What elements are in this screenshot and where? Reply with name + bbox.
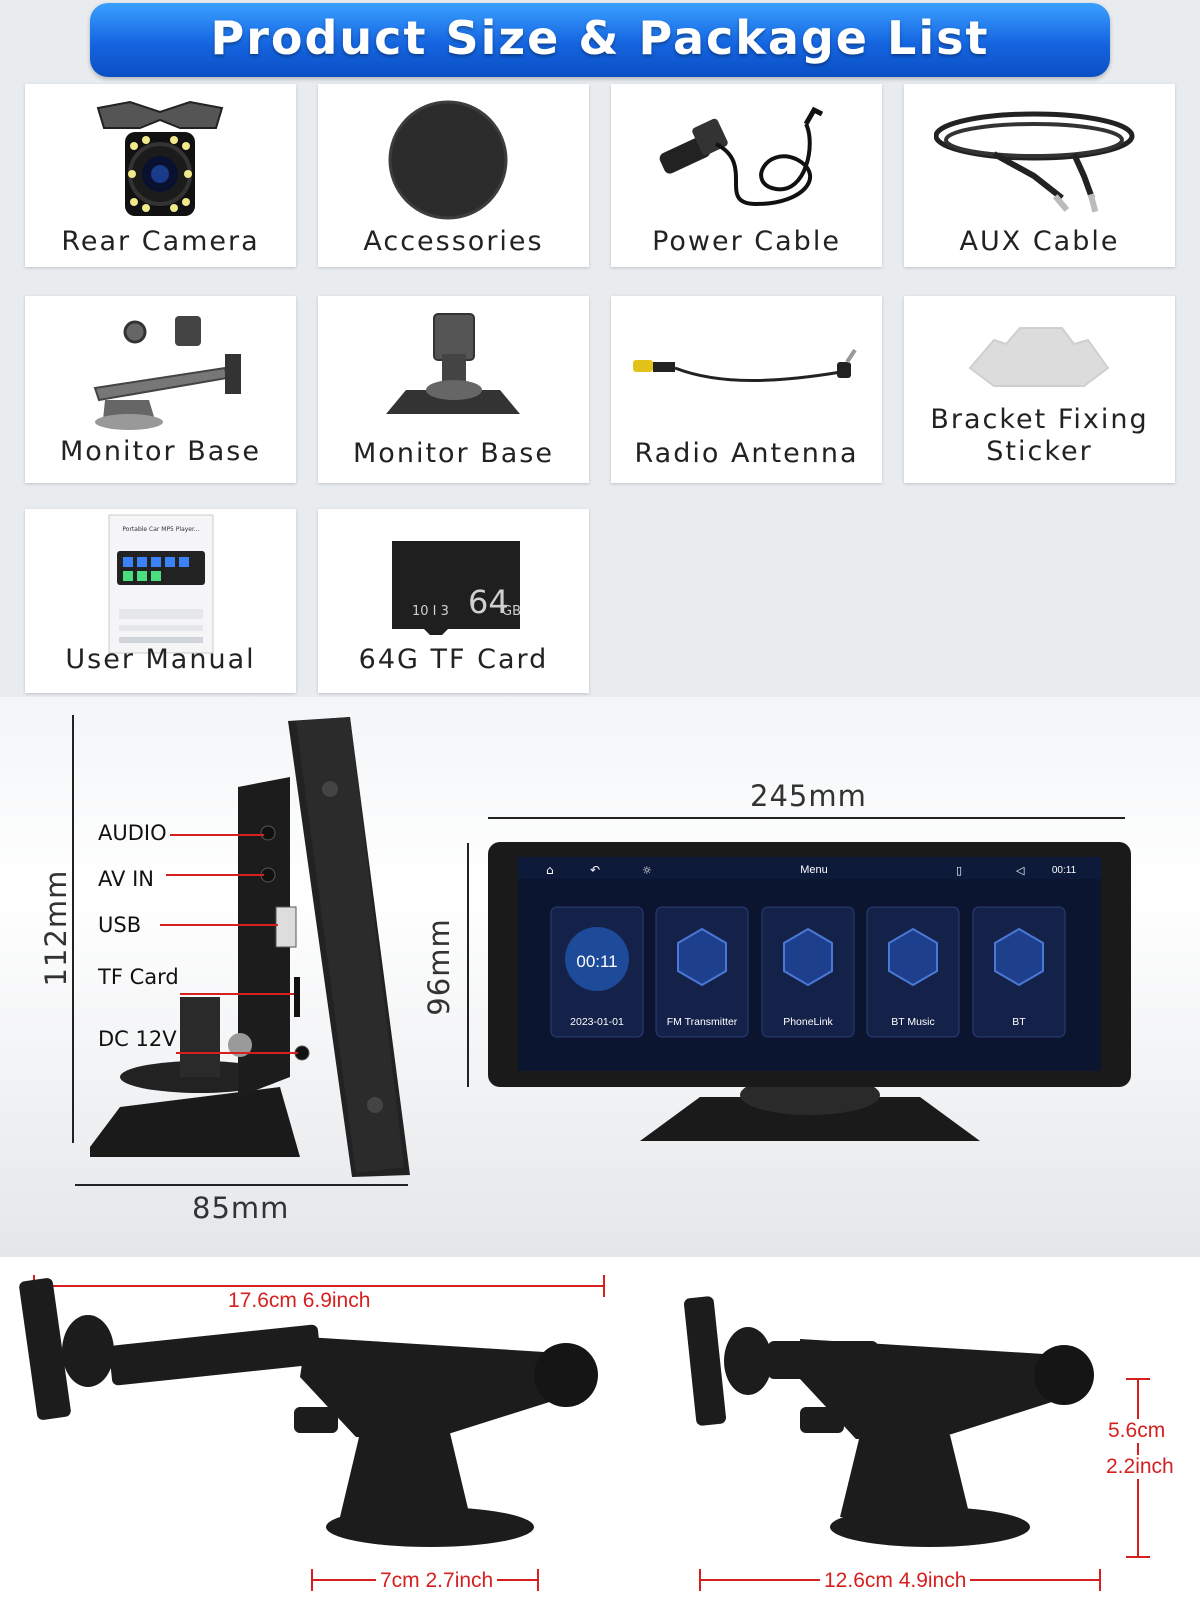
item-label: Rear Camera [61, 226, 260, 257]
item-label: Radio Antenna [634, 438, 859, 469]
sd-capacity: 64 [468, 583, 509, 621]
antenna-wire-icon [633, 348, 857, 382]
compact-arm-mount [683, 1296, 1094, 1547]
app-tile-phonelink: PhoneLink [761, 906, 855, 1038]
dimensions-section: Menu 00:11 ⌂ ↶ ☼ ▯ ◁ 00:11 2023-01-01 FM… [0, 697, 1200, 1257]
extended-arm-mount [19, 1278, 598, 1547]
bt-music-icon [888, 927, 938, 987]
sd-marks: 10 I 3 [412, 604, 449, 619]
item-label: Monitor Base [60, 436, 261, 467]
package-item-aux-cable: AUX Cable [904, 84, 1175, 267]
front-view-device: Menu 00:11 ⌂ ↶ ☼ ▯ ◁ 00:11 2023-01-01 FM… [488, 842, 1131, 1141]
port-label-usb: USB [98, 913, 142, 937]
sd-unit: GB [502, 604, 521, 619]
package-item-accessories: Accessories [318, 84, 589, 267]
port-label-dc-12v: DC 12V [98, 1027, 177, 1051]
app-tile-clock: 00:11 2023-01-01 [550, 906, 644, 1038]
aux-cable-icon [934, 111, 1135, 213]
app-tile-fm-transmitter: FM Transmitter [655, 906, 749, 1038]
volume-icon: ◁ [1016, 864, 1025, 877]
item-label: Bracket Fixing Sticker [930, 404, 1149, 467]
phone-icon [994, 927, 1044, 987]
clock-tile-date: 2023-01-01 [570, 1016, 624, 1028]
clock-tile-time: 00:11 [576, 952, 617, 971]
manual-booklet-icon: Portable Car MP5 Player... [108, 514, 214, 654]
mount-drawing [19, 1275, 1150, 1591]
manual-title: Portable Car MP5 Player... [122, 526, 199, 533]
port-label-audio: AUDIO [98, 821, 167, 845]
home-icon: ⌂ [546, 863, 554, 877]
package-item-user-manual: Portable Car MP5 Player... User Manual [25, 509, 296, 693]
side-depth-label: 85mm [192, 1191, 290, 1225]
item-label: AUX Cable [959, 226, 1120, 257]
package-item-rear-camera: Rear Camera [25, 84, 296, 267]
sd-card-icon: 64 GB 10 I 3 [392, 541, 521, 635]
page-title: Product Size & Package List [210, 11, 990, 65]
fm-transmitter-icon [677, 927, 727, 987]
extended-length-label: 17.6cm 6.9inch [228, 1289, 371, 1312]
app-tile-bt: BT [972, 906, 1066, 1038]
dimension-drawing: Menu 00:11 ⌂ ↶ ☼ ▯ ◁ 00:11 2023-01-01 FM… [72, 715, 1131, 1186]
app-label: PhoneLink [783, 1016, 833, 1028]
sd-status-icon: ▯ [956, 864, 962, 877]
port-label-tf-card: TF Card [98, 965, 179, 989]
mount-sizes-section: 17.6cm 6.9inch 7cm 2.7inch 12.6cm 4.9inc… [0, 1257, 1200, 1600]
package-item-radio-antenna: Radio Antenna [611, 296, 882, 483]
app-tile-bt-music: BT Music [866, 906, 960, 1038]
back-icon: ↶ [590, 863, 600, 877]
mount-height-inch-label: 2.2inch [1106, 1455, 1174, 1479]
item-label: Accessories [363, 226, 544, 257]
package-item-monitor-base-dash: Monitor Base [318, 296, 589, 483]
package-item-tf-card: 64 GB 10 I 3 64G TF Card [318, 509, 589, 693]
package-item-bracket-sticker: Bracket Fixing Sticker [904, 296, 1175, 483]
app-label: FM Transmitter [667, 1016, 738, 1028]
screen-menu-title: Menu [800, 864, 828, 876]
package-item-monitor-base-arm: Monitor Base [25, 296, 296, 483]
mount-height-cm-label: 5.6cm [1108, 1419, 1166, 1443]
item-label: Power Cable [652, 226, 841, 257]
brightness-icon: ☼ [642, 864, 652, 877]
front-width-label: 245mm [750, 779, 867, 813]
car-charger-cable-icon [659, 106, 824, 207]
base-width-large-label: 7cm 2.7inch [376, 1569, 498, 1593]
sticker-icon [968, 327, 1110, 387]
compact-length-label: 12.6cm 4.9inch [820, 1569, 971, 1593]
app-label: BT Music [891, 1016, 935, 1028]
side-view-device [90, 717, 410, 1177]
side-height-label: 112mm [39, 869, 73, 987]
item-label: 64G TF Card [358, 644, 549, 675]
item-label: Monitor Base [353, 438, 554, 469]
phonelink-icon [783, 927, 833, 987]
port-label-av-in: AV IN [98, 867, 154, 891]
app-label: BT [1012, 1016, 1026, 1028]
front-height-label: 96mm [422, 918, 456, 1016]
rear-camera-icon [96, 100, 224, 216]
package-item-power-cable: Power Cable [611, 84, 882, 267]
adhesive-disc-icon [388, 100, 508, 220]
screen-time: 00:11 [1052, 865, 1077, 876]
dash-mount-icon [386, 313, 520, 414]
suction-arm-mount-icon [93, 316, 241, 430]
item-label: User Manual [65, 644, 256, 675]
title-banner: Product Size & Package List [90, 3, 1110, 77]
